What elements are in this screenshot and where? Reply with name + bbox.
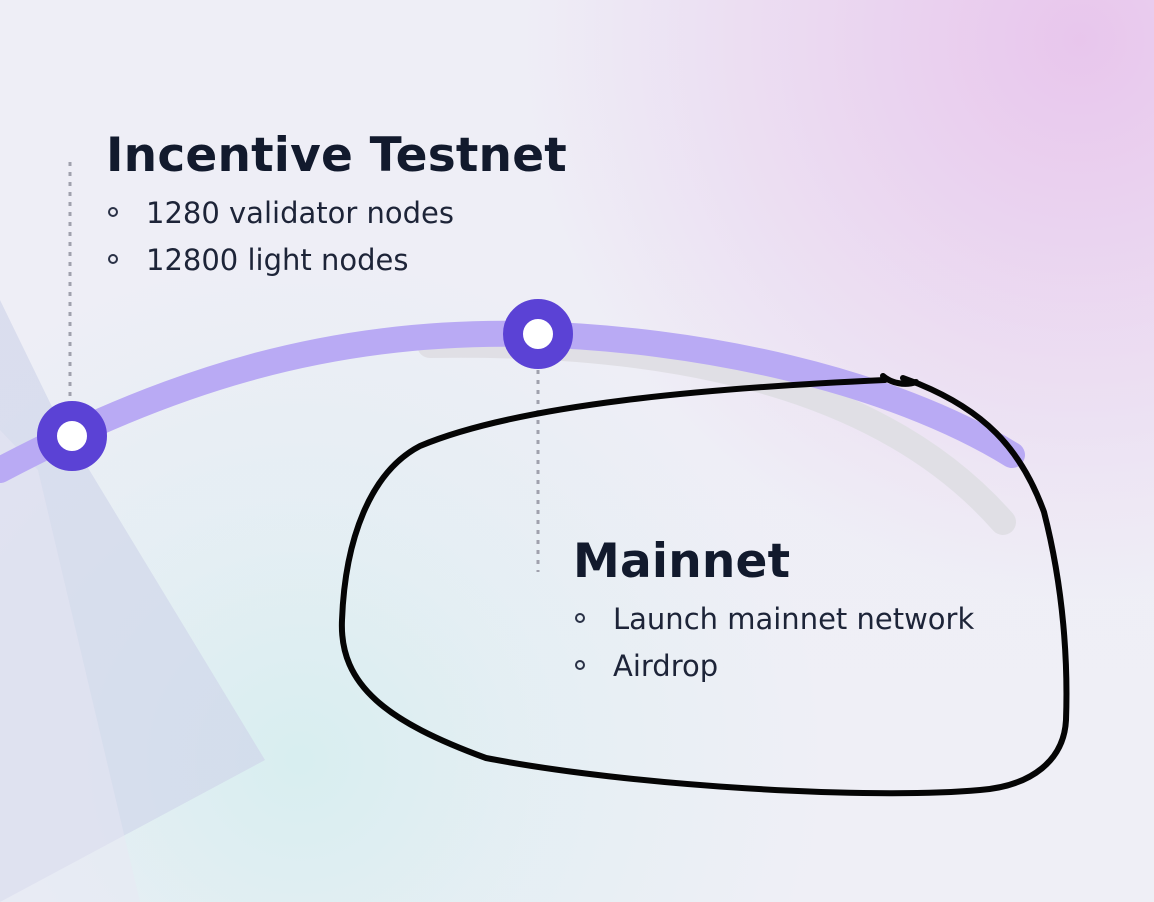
milestone-node-mainnet <box>503 299 573 369</box>
milestone-title-mainnet: Mainnet <box>573 534 791 589</box>
milestone-node-testnet <box>37 401 107 471</box>
list-item: Airdrop <box>573 643 974 690</box>
milestone-list-mainnet: Launch mainnet network Airdrop <box>573 596 974 690</box>
milestone-list-incentive-testnet: 1280 validator nodes 12800 light nodes <box>106 190 454 284</box>
timeline-track-shadow <box>417 331 1016 535</box>
background-triangle-shape-light <box>0 430 140 902</box>
list-item: 1280 validator nodes <box>106 190 454 237</box>
list-item: 12800 light nodes <box>106 237 454 284</box>
list-item: Launch mainnet network <box>573 596 974 643</box>
milestone-title-incentive-testnet: Incentive Testnet <box>106 128 567 183</box>
